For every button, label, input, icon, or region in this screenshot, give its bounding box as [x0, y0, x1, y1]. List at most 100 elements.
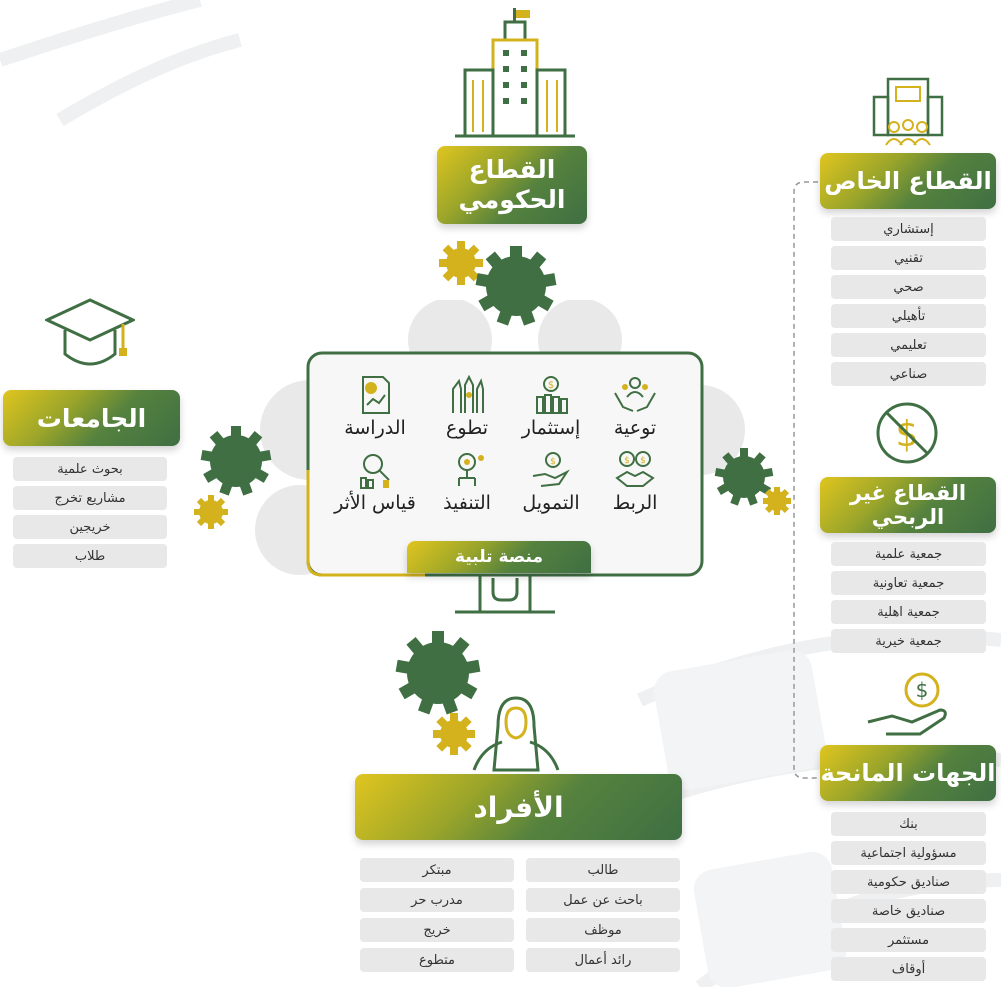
- item-label: صحي: [893, 279, 924, 295]
- svg-text:$: $: [548, 380, 554, 391]
- item-label: صناعي: [889, 366, 928, 382]
- universities-title-text: الجامعات: [36, 403, 147, 433]
- item-label: صناديق حكومية: [866, 874, 951, 890]
- individuals-item: متطوع: [360, 948, 514, 972]
- item-label: مسؤولية اجتماعية: [860, 845, 957, 861]
- nonprofit-sector-item: جمعية اهلية: [831, 600, 986, 624]
- nonprofit-sector-item: جمعية خيرية: [831, 629, 986, 653]
- graduation-cap-icon: [45, 298, 135, 366]
- private-sector-item: صناعي: [831, 362, 986, 386]
- center-item-funding: $ التمويل: [506, 450, 596, 514]
- donors-item: صناديق حكومية: [831, 870, 986, 894]
- donors-item: صناديق خاصة: [831, 899, 986, 923]
- svg-text:$: $: [550, 457, 556, 467]
- gear-icon: [714, 448, 774, 506]
- item-label: موظف: [584, 922, 622, 938]
- item-label: جمعية تعاونية: [872, 575, 945, 591]
- no-dollar-icon: $: [876, 402, 938, 464]
- item-label: مشاريع تخرج: [54, 490, 126, 506]
- private-sector-title: القطاع الخاص: [820, 153, 996, 209]
- gear-icon: [439, 241, 483, 285]
- platform-monitor: [306, 351, 704, 614]
- government-title-line1: القطاع: [468, 155, 556, 184]
- nonprofit-sector-title: القطاع غير الربحي: [820, 477, 996, 533]
- center-item-label: قياس الأثر: [334, 492, 416, 514]
- platform-label: منصة تلبية: [407, 541, 591, 573]
- individuals-item: موظف: [526, 918, 680, 942]
- magnifier-chart-icon: [360, 454, 390, 489]
- private-sector-item: تعليمي: [831, 333, 986, 357]
- donors-item: مستثمر: [831, 928, 986, 952]
- nonprofit-sector-title-text: القطاع غير الربحي: [849, 481, 967, 529]
- coins-bars-icon: $: [536, 376, 568, 414]
- universities-item: مشاريع تخرج: [13, 486, 167, 510]
- item-label: تقنيي: [894, 250, 923, 266]
- hands-people-icon: [614, 377, 656, 412]
- center-item-execution: التنفيذ: [422, 450, 512, 514]
- individuals-item: رائد أعمال: [526, 948, 680, 972]
- gear-icon: [475, 246, 557, 326]
- raised-hands-icon: [452, 375, 484, 413]
- handshake-coins-icon: $$: [615, 451, 655, 487]
- item-label: جمعية علمية: [874, 546, 943, 562]
- item-label: أوقاف: [891, 961, 926, 977]
- gear-icon: [433, 713, 475, 755]
- item-label: خريجين: [69, 519, 111, 535]
- item-label: خريج: [423, 922, 451, 938]
- universities-item: خريجين: [13, 515, 167, 539]
- gear-network-icon: [458, 453, 484, 486]
- center-item-volunteering: تطوع: [422, 375, 512, 439]
- center-item-label: التمويل: [522, 492, 580, 514]
- center-item-label: الدراسة: [344, 417, 406, 439]
- individuals-item: باحث عن عمل: [526, 888, 680, 912]
- private-sector-item: إستشاري: [831, 217, 986, 241]
- nonprofit-sector-item: جمعية علمية: [831, 542, 986, 566]
- item-label: جمعية خيرية: [875, 633, 942, 649]
- center-item-label: الربط: [612, 492, 658, 514]
- center-item-investment: $ إستثمار: [506, 375, 596, 439]
- item-label: تعليمي: [890, 337, 927, 353]
- gear-icon: [763, 487, 791, 515]
- private-sector-title-text: القطاع الخاص: [824, 167, 992, 195]
- center-item-label: تطوع: [445, 417, 489, 439]
- government-building-icon: [455, 8, 575, 138]
- office-building-people-icon: [872, 77, 944, 146]
- donors-title-text: الجهات المانحة: [820, 759, 996, 787]
- center-item-label: توعية: [613, 417, 657, 439]
- item-label: مستثمر: [887, 932, 930, 948]
- item-label: إستشاري: [883, 221, 934, 237]
- sector-connector: [793, 181, 818, 779]
- person-icon: [472, 696, 560, 772]
- gear-icon: [200, 426, 272, 496]
- individuals-item: خريج: [360, 918, 514, 942]
- item-label: مدرب حر: [411, 892, 463, 908]
- individuals-title-text: الأفراد: [473, 790, 564, 824]
- nonprofit-sector-item: جمعية تعاونية: [831, 571, 986, 595]
- item-label: بنك: [899, 816, 918, 832]
- universities-item: طلاب: [13, 544, 167, 568]
- item-label: تأهيلي: [891, 308, 926, 324]
- report-chart-icon: [362, 376, 390, 414]
- private-sector-item: تقنيي: [831, 246, 986, 270]
- individuals-item: مدرب حر: [360, 888, 514, 912]
- center-item-study: الدراسة: [330, 375, 420, 439]
- universities-title: الجامعات: [3, 390, 180, 446]
- individuals-item: مبتكر: [360, 858, 514, 882]
- private-sector-item: تأهيلي: [831, 304, 986, 328]
- item-label: طالب: [587, 862, 619, 878]
- center-item-impact: قياس الأثر: [330, 450, 420, 514]
- center-item-awareness: توعية: [590, 375, 680, 439]
- item-label: صناديق خاصة: [871, 903, 946, 919]
- universities-item: بحوث علمية: [13, 457, 167, 481]
- item-label: متطوع: [418, 952, 456, 968]
- private-sector-item: صحي: [831, 275, 986, 299]
- svg-text:$: $: [916, 678, 929, 702]
- center-item-linking: $$ الربط: [590, 450, 680, 514]
- item-label: بحوث علمية: [57, 461, 123, 477]
- item-label: طلاب: [74, 548, 106, 564]
- item-label: جمعية اهلية: [877, 604, 940, 620]
- svg-text:$: $: [624, 456, 630, 466]
- hand-dollar-icon: $: [867, 672, 947, 736]
- gear-icon: [194, 495, 228, 529]
- donors-item: أوقاف: [831, 957, 986, 981]
